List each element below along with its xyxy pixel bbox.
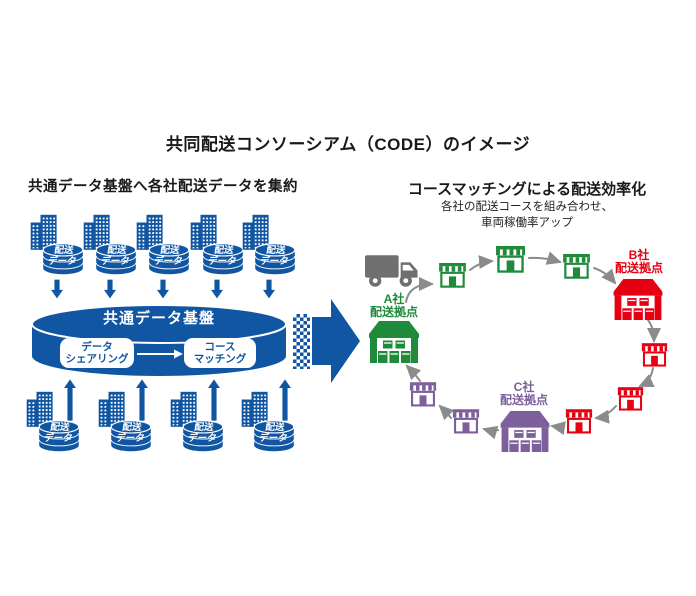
hub-c-label: C社 配送拠点 bbox=[486, 380, 562, 408]
route-arrows bbox=[405, 251, 661, 440]
big-flow-arrow-icon bbox=[312, 299, 360, 383]
warehouse-b-icon bbox=[613, 279, 663, 320]
down-arrow-icon bbox=[211, 279, 223, 299]
course-matching-label-line2: マッチング bbox=[193, 353, 247, 365]
left-heading: 共通データ基盤へ各社配送データを集約 bbox=[28, 179, 298, 195]
store-red-1-icon bbox=[641, 343, 668, 367]
up-arrow-icon bbox=[279, 377, 291, 423]
company-data-unit: 配送データ bbox=[242, 213, 298, 279]
right-heading: コースマッチングによる配送効率化 bbox=[407, 181, 647, 198]
hub-a-label: A社 配送拠点 bbox=[356, 292, 432, 320]
cylinder-label: 配送データ bbox=[259, 245, 290, 267]
store-green-3-icon bbox=[562, 254, 591, 279]
cylinder-label: 配送データ bbox=[187, 422, 218, 444]
down-arrow-icon bbox=[263, 279, 275, 299]
cylinder-label: 配送データ bbox=[153, 245, 184, 267]
data-sharing-box: データ シェアリング bbox=[60, 338, 134, 368]
company-data-unit: 配送データ bbox=[241, 390, 297, 456]
cylinder-label: 配送データ bbox=[47, 245, 78, 267]
right-subtitle-line1: 各社の配送コースを組み合わせ、 bbox=[441, 201, 613, 213]
company-data-unit: 配送データ bbox=[83, 213, 139, 279]
up-arrow-icon bbox=[64, 377, 76, 423]
warehouse-a-icon bbox=[369, 321, 419, 363]
down-arrow-icon bbox=[51, 279, 63, 299]
store-purple-2-icon bbox=[409, 382, 437, 407]
down-arrow-icon bbox=[157, 279, 169, 299]
platform-label: 共通データ基盤 bbox=[102, 310, 215, 327]
truck-icon bbox=[365, 253, 418, 288]
cylinder-label: 配送データ bbox=[100, 245, 131, 267]
diagram-title: 共同配送コンソーシアム（CODE）のイメージ bbox=[165, 135, 531, 154]
company-data-unit: 配送データ bbox=[190, 213, 246, 279]
right-subtitle-line2: 車両稼働率アップ bbox=[481, 217, 573, 230]
course-matching-box: コース マッチング bbox=[184, 338, 256, 368]
up-arrow-icon bbox=[136, 377, 148, 423]
course-matching-label-line1: コース bbox=[204, 340, 236, 353]
right-subtitle: 各社の配送コースを組み合わせ、 車両稼働率アップ bbox=[360, 199, 694, 231]
company-data-unit: 配送データ bbox=[98, 390, 154, 456]
cylinder-label: 配送データ bbox=[43, 422, 74, 444]
store-red-3-icon bbox=[565, 409, 593, 434]
company-data-unit: 配送データ bbox=[30, 213, 86, 279]
hub-b-depot: 配送拠点 bbox=[614, 261, 663, 276]
hub-c-depot: 配送拠点 bbox=[499, 393, 548, 408]
store-red-2-icon bbox=[617, 387, 644, 411]
down-arrow-icon bbox=[104, 279, 116, 299]
data-sharing-label-line2: シェアリング bbox=[65, 353, 129, 365]
flow-arrow-icon bbox=[137, 349, 183, 359]
cylinder-label: 配送データ bbox=[115, 422, 146, 444]
hub-b-company: B社 bbox=[628, 248, 650, 262]
warehouse-c-icon bbox=[500, 411, 550, 452]
company-data-unit: 配送データ bbox=[136, 213, 192, 279]
cylinder-label: 配送データ bbox=[207, 245, 238, 267]
data-sharing-label-line1: データ bbox=[81, 340, 113, 353]
store-purple-1-icon bbox=[452, 409, 480, 434]
store-green-1-icon bbox=[438, 263, 467, 288]
hub-a-depot: 配送拠点 bbox=[369, 305, 418, 320]
hub-a-company: A社 bbox=[383, 292, 405, 306]
hub-c-company: C社 bbox=[513, 380, 535, 394]
up-arrow-icon bbox=[208, 377, 220, 423]
store-green-2-icon bbox=[495, 246, 526, 273]
halftone-pattern bbox=[293, 314, 310, 369]
company-data-unit: 配送データ bbox=[170, 390, 226, 456]
cylinder-label: 配送データ bbox=[258, 422, 289, 444]
company-data-unit: 配送データ bbox=[26, 390, 82, 456]
hub-b-label: B社 配送拠点 bbox=[601, 248, 677, 276]
